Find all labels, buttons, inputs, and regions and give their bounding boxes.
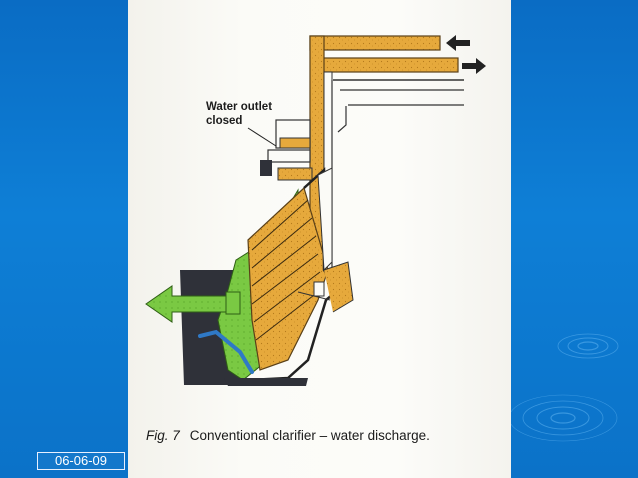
water-outlet-label-line2: closed bbox=[206, 115, 243, 127]
inlet-arrow-icon bbox=[446, 35, 470, 51]
water-outlet-valve bbox=[247, 119, 313, 181]
water-outlet-label-line1: Water outlet bbox=[206, 101, 273, 113]
figure-caption-text: Conventional clarifier – water discharge… bbox=[189, 428, 430, 443]
date-stamp: 06-06-09 bbox=[37, 452, 125, 470]
water-ripple-decoration bbox=[508, 333, 619, 442]
water-outlet-label: Water outlet closed bbox=[206, 100, 296, 128]
clarifier-bowl bbox=[180, 167, 354, 386]
figure-caption: Fig. 7 Conventional clarifier – water dis… bbox=[146, 428, 506, 443]
outlet-arrow-icon bbox=[462, 58, 486, 74]
inlet-pipe bbox=[309, 35, 464, 106]
figure-panel: Water outlet closed Fig. 7 Conventional c… bbox=[128, 0, 511, 478]
figure-number: Fig. 7 bbox=[146, 428, 180, 443]
water-discharge-arrow-icon bbox=[145, 285, 227, 323]
clarifier-diagram bbox=[145, 35, 486, 386]
